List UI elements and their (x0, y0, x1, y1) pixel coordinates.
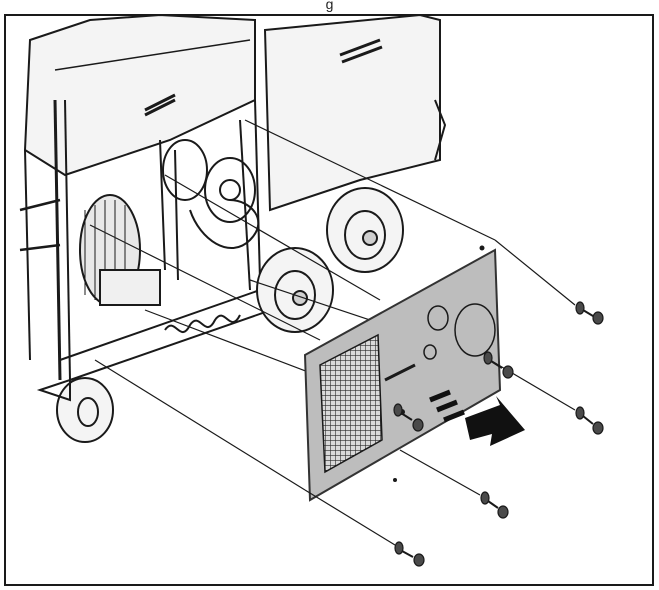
screw-icon (393, 403, 424, 432)
arrow-right-icon (429, 389, 525, 446)
caption-fragment: g (0, 0, 659, 12)
screw-icon (494, 239, 604, 325)
wheel-large-upper (326, 187, 404, 273)
machine-body (19, 13, 447, 381)
wheel-large-lower (256, 247, 334, 333)
screw-icon (399, 449, 509, 519)
rear-grille-panel (303, 245, 502, 502)
caster-wheel (36, 377, 114, 443)
diagram-border (4, 14, 654, 586)
screw-icon (483, 351, 514, 379)
caption-text: g (325, 0, 334, 12)
screw-icon (304, 489, 425, 567)
